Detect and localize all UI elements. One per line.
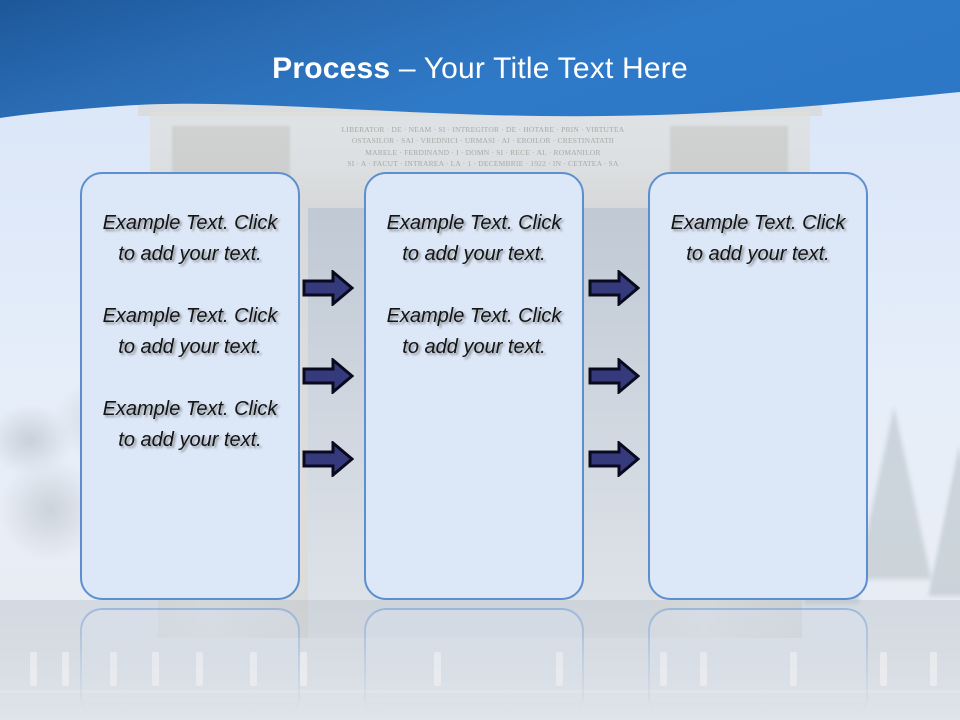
box-paragraph[interactable]: Example Text. Click to add your text. bbox=[386, 305, 562, 358]
page-title: Process – Your Title Text Here bbox=[0, 51, 960, 87]
right-arrow-icon[interactable] bbox=[302, 441, 354, 477]
conifer-tree bbox=[856, 406, 932, 580]
title-strong: Process bbox=[272, 52, 391, 85]
street-bollard bbox=[790, 652, 797, 686]
header-banner bbox=[0, 0, 960, 140]
conifer-tree bbox=[928, 446, 960, 596]
street-bollard bbox=[196, 652, 203, 686]
inscription-line: OSTASILOR · SAI · VREDNICI · URMASI · AI… bbox=[351, 136, 615, 146]
street-bollard bbox=[700, 652, 707, 686]
box-paragraph[interactable]: Example Text. Click to add your text. bbox=[670, 212, 846, 265]
inscription-line: LIBERATOR · DE · NEAM · SI · INTREGITOR … bbox=[341, 125, 625, 134]
street-curb bbox=[0, 690, 960, 693]
street-bollard bbox=[660, 652, 667, 686]
box-paragraph[interactable]: Example Text. Click to add your text. bbox=[102, 212, 278, 265]
right-arrow-icon[interactable] bbox=[588, 441, 640, 477]
box-paragraph[interactable]: Example Text. Click to add your text. bbox=[102, 398, 278, 451]
street-bollard bbox=[250, 652, 257, 686]
box-reflection bbox=[364, 608, 584, 720]
right-arrow-icon[interactable] bbox=[302, 358, 354, 394]
street-bollard bbox=[30, 652, 37, 686]
street-bollard bbox=[930, 652, 937, 686]
process-box-2[interactable]: Example Text. Click to add your text. Ex… bbox=[364, 172, 584, 600]
street-bollard bbox=[152, 652, 159, 686]
process-box-3[interactable]: Example Text. Click to add your text. bbox=[648, 172, 868, 600]
street-bollard bbox=[556, 652, 563, 686]
street-bollard bbox=[434, 652, 441, 686]
inscription-line: SI · A · FACUT · INTRAREA · LA · 1 · DEC… bbox=[347, 159, 619, 169]
street-scene bbox=[0, 600, 960, 720]
street-bollard bbox=[110, 652, 117, 686]
right-arrow-icon[interactable] bbox=[588, 358, 640, 394]
box-reflection bbox=[648, 608, 868, 720]
street-bollard bbox=[62, 652, 69, 686]
inscription-line: MARELE · FERDINAND · I · DOMN · SI · REC… bbox=[365, 147, 601, 157]
process-box-1[interactable]: Example Text. Click to add your text. Ex… bbox=[80, 172, 300, 600]
box-paragraph[interactable]: Example Text. Click to add your text. bbox=[102, 305, 278, 358]
street-bollard bbox=[880, 652, 887, 686]
box-reflection bbox=[80, 608, 300, 720]
street-bollard bbox=[300, 652, 307, 686]
header-wave-shape bbox=[0, 0, 960, 118]
right-arrow-icon[interactable] bbox=[588, 270, 640, 306]
box-paragraph[interactable]: Example Text. Click to add your text. bbox=[386, 212, 562, 265]
right-arrow-icon[interactable] bbox=[302, 270, 354, 306]
title-rest: – Your Title Text Here bbox=[390, 52, 688, 85]
